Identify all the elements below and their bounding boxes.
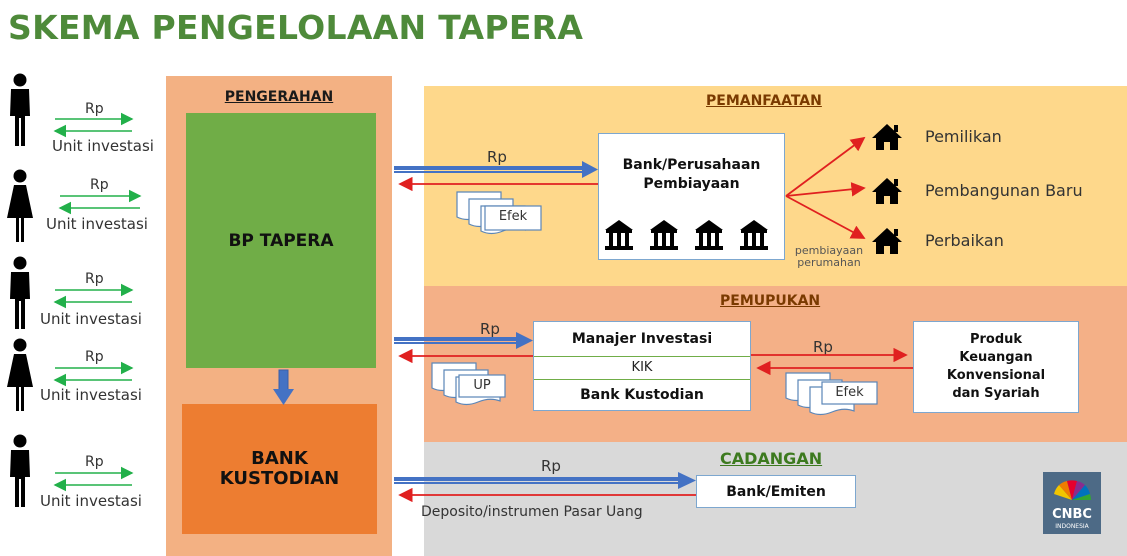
bank-perusahaan-label: Bank/Perusahaan Pembiayaan <box>622 157 761 192</box>
produk-keuangan-label: Produk Keuangan Konvensional dan Syariah <box>946 332 1046 401</box>
person-row-2 <box>7 169 33 242</box>
person-4-unit: Unit investasi <box>40 386 142 404</box>
person-3-unit: Unit investasi <box>40 310 142 328</box>
cnbc-logo: CNBC INDONESIA <box>1043 472 1101 534</box>
pemupukan-rp-right: Rp <box>813 338 833 356</box>
blue-arrow-pemupukan <box>394 332 533 349</box>
person-row-4 <box>7 338 33 411</box>
efek-label-1: Efek <box>498 209 528 224</box>
person-2-rp: Rp <box>90 177 109 193</box>
bp-tapera-label: BP TAPERA <box>228 230 334 251</box>
efek-label-2: Efek <box>835 385 864 400</box>
male-person-icon <box>10 73 30 146</box>
efek-document-stack-2 <box>785 372 878 416</box>
female-person-icon <box>7 338 33 411</box>
house-icon <box>872 124 902 150</box>
male-person-icon <box>10 434 30 507</box>
bank-kustodian-label: BANK KUSTODIAN <box>219 448 340 489</box>
bank-building-icon <box>740 220 768 250</box>
person-4-rp: Rp <box>85 349 104 365</box>
cadangan-title: CADANGAN <box>720 449 823 468</box>
person-1-unit: Unit investasi <box>52 137 154 155</box>
male-person-icon <box>10 256 30 329</box>
house-icon <box>872 228 902 254</box>
output-perbaikan: Perbaikan <box>925 231 1004 250</box>
blue-arrow-cadangan <box>394 472 696 489</box>
down-arrow-icon <box>273 369 294 405</box>
bank-building-icon <box>695 220 723 250</box>
person-2-unit: Unit investasi <box>46 215 148 233</box>
pengerahan-title: PENGERAHAN <box>224 89 334 105</box>
bank-emiten-label: Bank/Emiten <box>726 484 826 500</box>
pemanfaatan-title: PEMANFAATAN <box>706 93 822 109</box>
bank-kustodian-box[interactable]: BANK KUSTODIAN <box>182 404 377 534</box>
produk-keuangan-box[interactable]: Produk Keuangan Konvensional dan Syariah <box>913 321 1079 413</box>
page-title: SKEMA PENGELOLAAN TAPERA <box>8 8 584 47</box>
pembiayaan-note: pembiayaan perumahan <box>794 244 864 269</box>
female-person-icon <box>7 169 33 242</box>
house-icon <box>872 178 902 204</box>
kik-label: KIK <box>534 357 750 380</box>
blue-arrow-pemanfaatan <box>394 161 598 178</box>
person-row-3 <box>10 256 30 329</box>
manajer-investasi-label: Manajer Investasi <box>534 322 750 357</box>
pemupukan-title: PEMUPUKAN <box>720 293 821 309</box>
bp-tapera-box[interactable]: BP TAPERA <box>186 113 376 368</box>
bank-kustodian-small-label: Bank Kustodian <box>580 387 704 403</box>
output-pembangunan-baru: Pembangunan Baru <box>925 181 1083 200</box>
bank-emiten-box[interactable]: Bank/Emiten <box>696 475 856 508</box>
person-1-rp: Rp <box>85 101 104 117</box>
manajer-investasi-stack[interactable]: Manajer Investasi KIK Bank Kustodian <box>533 321 751 411</box>
cnbc-logo-text: CNBC <box>1052 507 1092 522</box>
bank-building-icon <box>650 220 678 250</box>
person-5-unit: Unit investasi <box>40 492 142 510</box>
person-row-5 <box>10 434 30 507</box>
pemupukan-rp-left: Rp <box>480 320 500 338</box>
person-3-rp: Rp <box>85 271 104 287</box>
person-5-rp: Rp <box>85 454 104 470</box>
pemanfaatan-rp: Rp <box>487 148 507 166</box>
deposito-label: Deposito/instrumen Pasar Uang <box>421 504 643 520</box>
person-row-1 <box>10 73 30 146</box>
cadangan-rp: Rp <box>541 457 561 475</box>
bank-building-icon <box>605 220 633 250</box>
output-pemilikan: Pemilikan <box>925 127 1002 146</box>
cnbc-logo-subtext: INDONESIA <box>1055 523 1089 530</box>
up-label: UP <box>473 378 491 393</box>
